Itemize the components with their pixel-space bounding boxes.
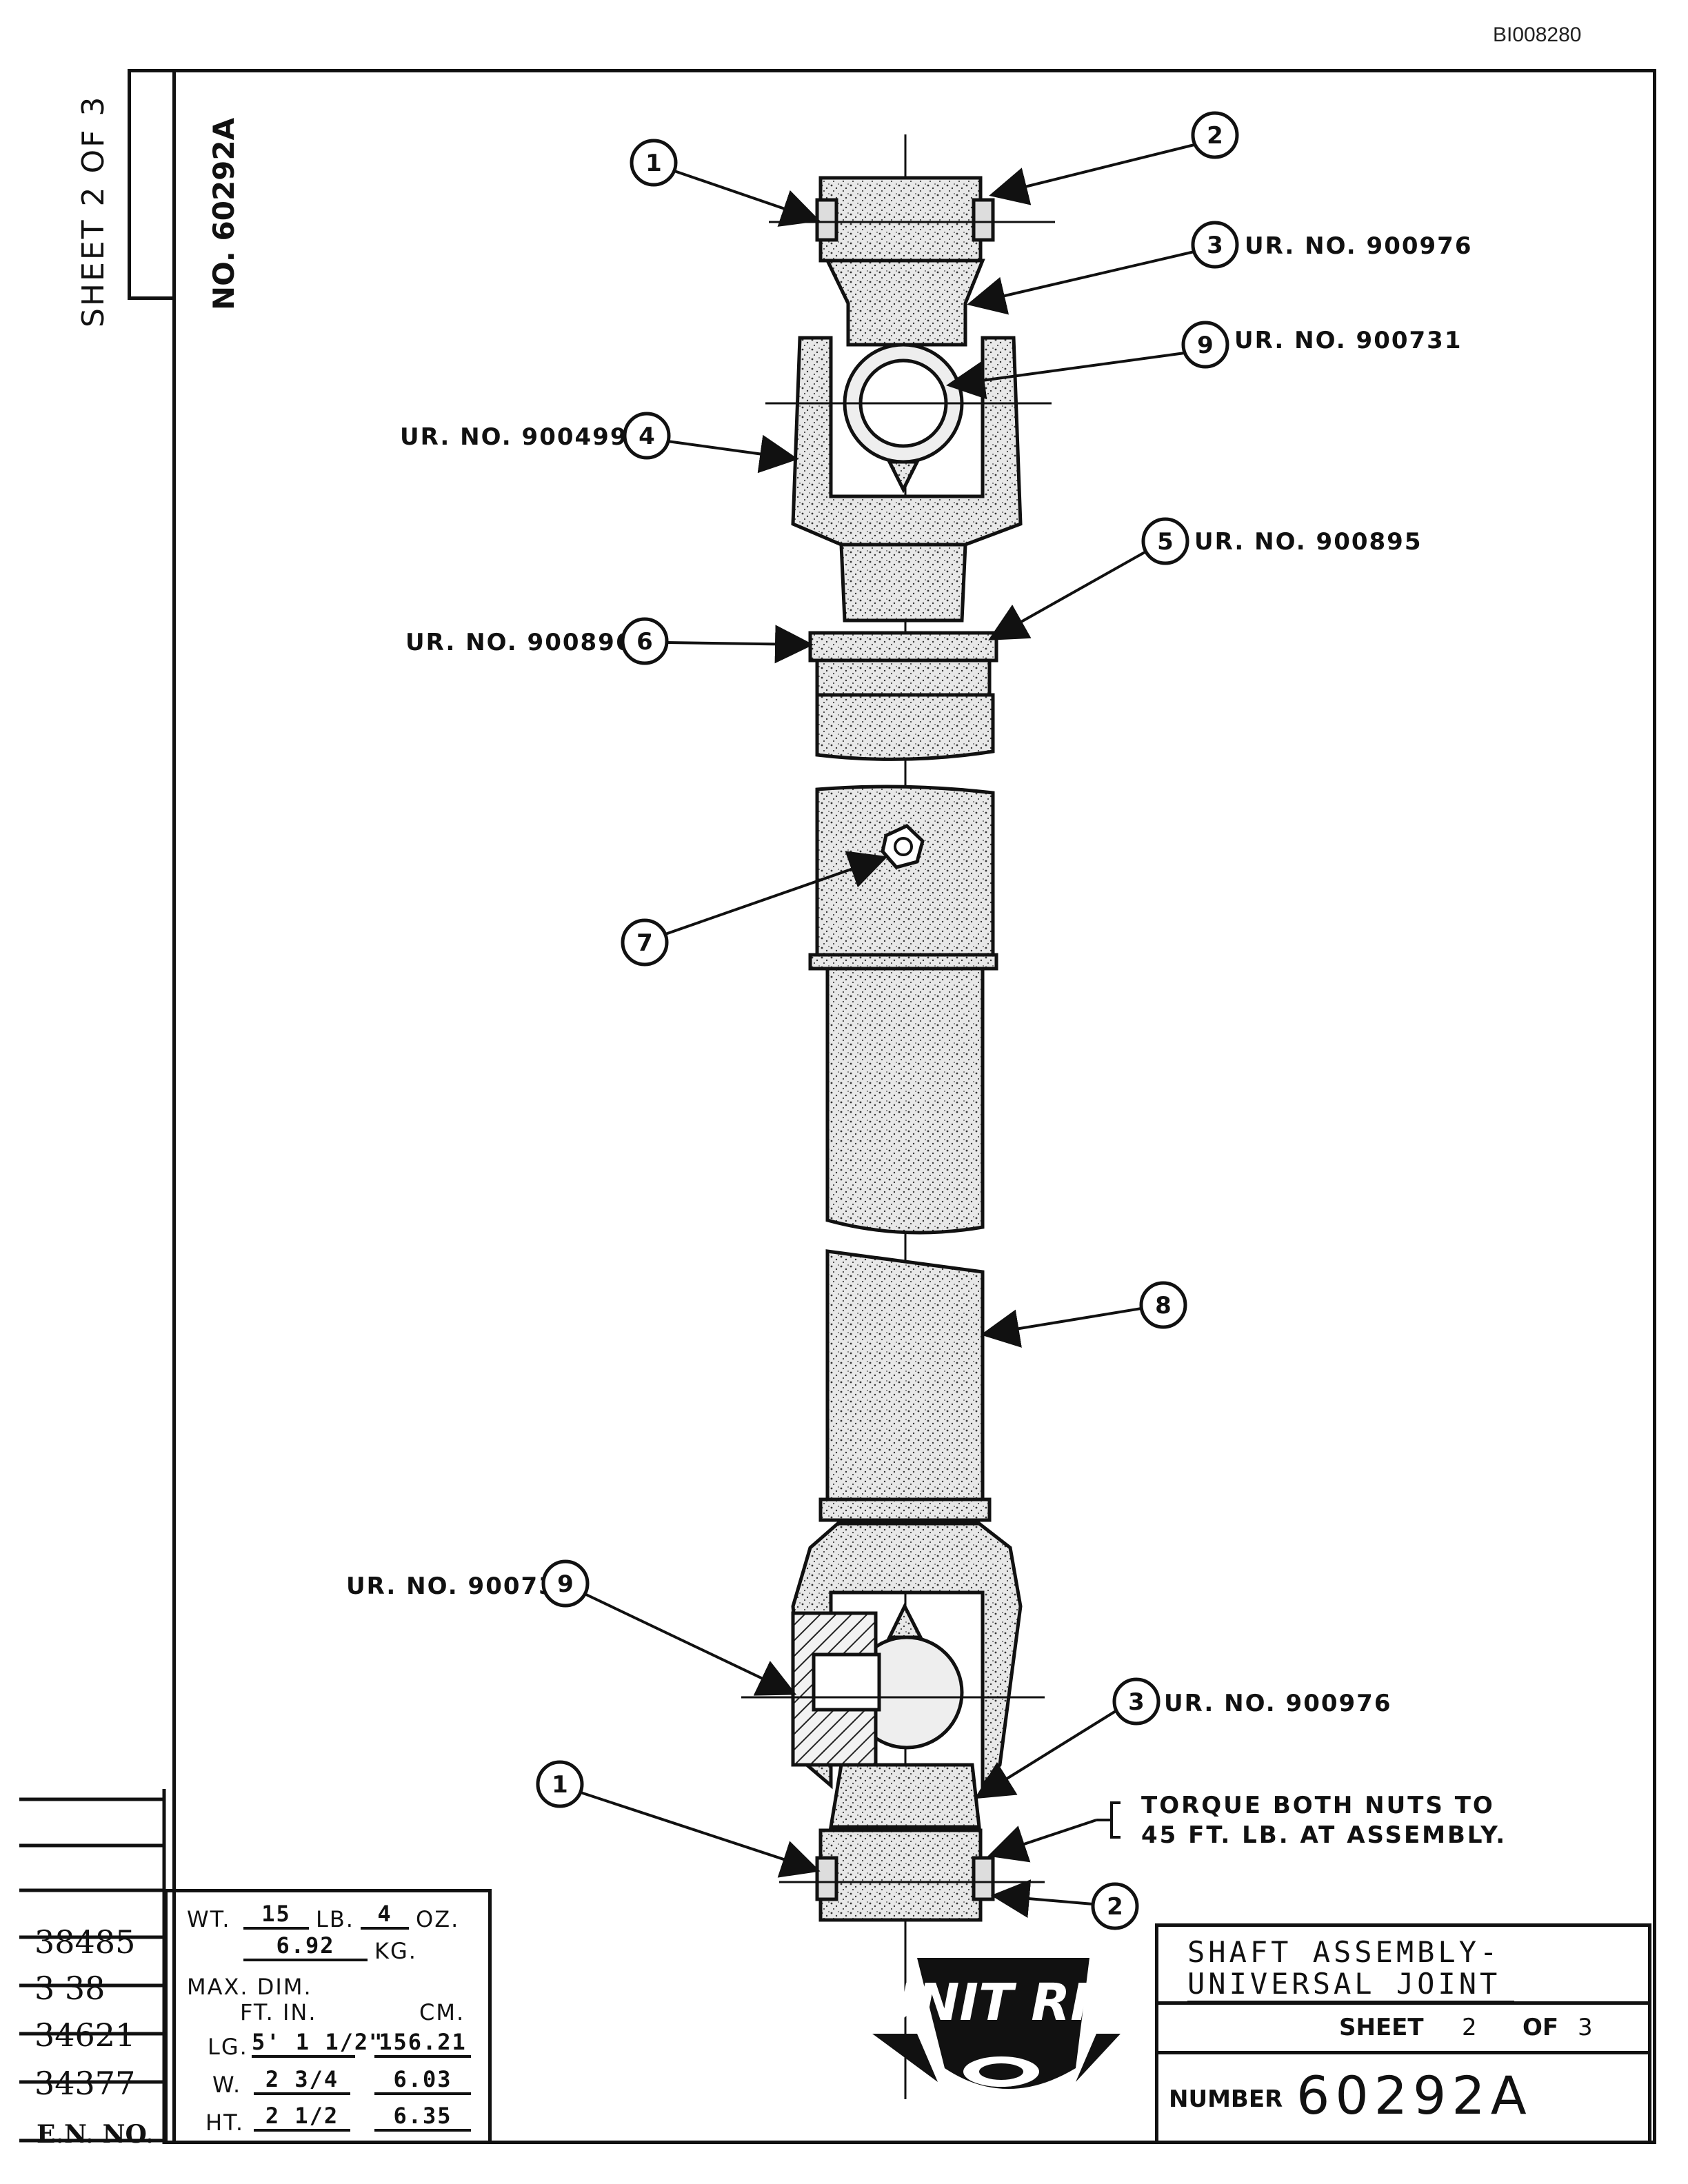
svg-text:3: 3 <box>1128 1688 1145 1716</box>
svg-text:UR. NO. 900896: UR. NO. 900896 <box>405 629 633 656</box>
w-cm-value: 6.03 <box>374 2066 471 2095</box>
en-row: 38485 <box>34 1923 136 1961</box>
max-dim-label: MAX. DIM. <box>187 1974 312 2000</box>
cm-label: CM. <box>419 1999 465 2025</box>
drawing-number: 60292A <box>1296 2065 1532 2126</box>
svg-text:1: 1 <box>645 150 662 177</box>
wt-kg-value: 6.92 <box>243 1932 368 1961</box>
svg-text:3: 3 <box>1207 232 1223 259</box>
svg-text:UR. NO. 900499: UR. NO. 900499 <box>400 423 627 451</box>
en-row: 34377 <box>34 2065 136 2102</box>
svg-text:1: 1 <box>552 1771 568 1799</box>
oz-label: OZ. <box>416 1906 460 1932</box>
bottom-flange-yoke <box>815 1828 995 1922</box>
svg-text:2: 2 <box>1107 1893 1123 1921</box>
en-row: 3 38 <box>34 1970 106 2007</box>
bottom-universal-yoke <box>791 1521 1023 1829</box>
callout-3-bottom: 3 UR. NO. 900976 <box>974 1677 1391 1799</box>
ht-cm-value: 6.35 <box>374 2103 471 2132</box>
callout-1-bottom: 1 <box>536 1760 821 1878</box>
tube-lower <box>818 1249 992 1522</box>
lg-cm-value: 156.21 <box>374 2029 471 2058</box>
sheet-label: SHEET <box>1339 2014 1424 2041</box>
svg-text:8: 8 <box>1155 1292 1172 1320</box>
title-divider <box>1158 2001 1648 2005</box>
lb-label: LB. <box>316 1906 354 1932</box>
svg-text:9: 9 <box>1197 332 1214 359</box>
svg-text:5: 5 <box>1157 528 1174 556</box>
kg-label: KG. <box>374 1938 417 1964</box>
svg-text:2: 2 <box>1207 122 1223 150</box>
svg-text:9: 9 <box>557 1570 574 1598</box>
callout-6: UR. NO. 900896 6 <box>405 617 814 665</box>
wt-lb-value: 15 <box>243 1901 309 1930</box>
sheet-number: 2 <box>1462 2014 1477 2041</box>
callout-2-top: 2 <box>989 111 1239 205</box>
svg-text:UR. NO. 900731: UR. NO. 900731 <box>346 1573 574 1600</box>
callout-5: 5 UR. NO. 900895 <box>988 517 1422 640</box>
ht-label: HT. <box>205 2110 244 2136</box>
sheet-total: 3 <box>1578 2014 1593 2041</box>
number-label: NUMBER <box>1169 2085 1283 2113</box>
top-flange-yoke <box>815 176 995 347</box>
callout-9-bottom: UR. NO. 900731 9 <box>346 1559 797 1696</box>
of-label: OF <box>1523 2014 1559 2041</box>
ft-in-label: FT. IN. <box>240 1999 317 2025</box>
callout-3-top: 3 UR. NO. 900976 <box>967 221 1472 315</box>
en-row: 34621 <box>34 2016 136 2054</box>
svg-text:UNIT RIG: UNIT RIG <box>875 1973 1131 2032</box>
wt-oz-value: 4 <box>361 1901 409 1930</box>
svg-text:UR. NO. 900976: UR. NO. 900976 <box>1245 232 1472 260</box>
weight-dimension-box: WT. 15 LB. 4 OZ. 6.92 KG. MAX. DIM. FT. … <box>164 1889 492 2144</box>
callout-9-top: 9 UR. NO. 900731 <box>946 321 1462 400</box>
svg-text:45 FT. LB. AT ASSEMBLY.: 45 FT. LB. AT ASSEMBLY. <box>1141 1821 1507 1849</box>
w-label: W. <box>212 2072 242 2098</box>
svg-text:4: 4 <box>639 423 655 450</box>
callout-1-top: 1 <box>630 139 821 227</box>
ht-ftin-value: 2 1/2 <box>254 2103 350 2132</box>
lg-label: LG. <box>208 2034 248 2060</box>
title-divider-2 <box>1158 2051 1648 2054</box>
lg-ftin-value: 5' 1 1/2" <box>252 2029 382 2058</box>
wt-label: WT. <box>187 1906 231 1932</box>
svg-text:UR. NO. 900976: UR. NO. 900976 <box>1164 1690 1391 1717</box>
unit-rig-logo: UNIT RIG <box>872 1958 1132 2089</box>
svg-text:UR. NO. 900895: UR. NO. 900895 <box>1194 528 1422 556</box>
title-block: SHAFT ASSEMBLY- UNIVERSAL JOINT SHEET 2 … <box>1155 1923 1651 2144</box>
document-id: BI008280 <box>1493 23 1582 46</box>
drawing-frame <box>172 69 1656 2144</box>
callout-4: UR. NO. 900499 4 <box>400 412 798 474</box>
callout-7: 7 <box>621 851 888 967</box>
svg-text:TORQUE BOTH NUTS TO: TORQUE BOTH NUTS TO <box>1141 1792 1495 1819</box>
svg-text:6: 6 <box>636 628 653 656</box>
w-ftin-value: 2 3/4 <box>254 2066 350 2095</box>
title-line-1: SHAFT ASSEMBLY- <box>1187 1935 1501 1969</box>
en-header: E.N. NO. <box>37 2120 154 2149</box>
title-line-2: UNIVERSAL JOINT <box>1187 1967 1515 2003</box>
side-number-box <box>128 69 176 300</box>
callout-8: 8 <box>981 1281 1187 1348</box>
svg-text:7: 7 <box>636 929 653 957</box>
callout-2-bottom: 2 <box>991 1879 1139 1930</box>
slip-collar <box>808 631 998 761</box>
svg-text:UR. NO. 900731: UR. NO. 900731 <box>1234 327 1462 354</box>
torque-note: TORQUE BOTH NUTS TO 45 FT. LB. AT ASSEMB… <box>987 1792 1507 1863</box>
tube-upper <box>808 785 998 1235</box>
